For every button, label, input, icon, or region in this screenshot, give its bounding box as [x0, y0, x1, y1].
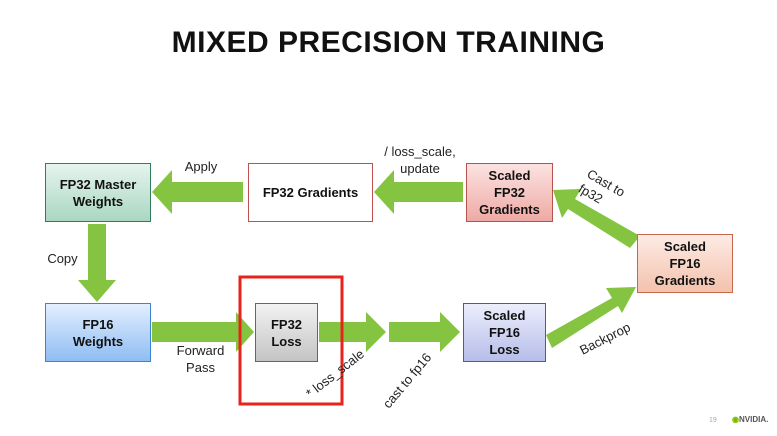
nvidia-logo: ◉NVIDIA. — [732, 415, 768, 424]
slide-title: MIXED PRECISION TRAINING — [171, 26, 606, 59]
arrow-cast-fp16 — [389, 312, 460, 352]
box-fp32-master-weights: FP32 Master Weights — [45, 163, 151, 222]
box-fp32-gradients: FP32 Gradients — [248, 163, 373, 222]
label-loss-scale-update: / loss_scale, update — [384, 144, 456, 176]
arrow-forward-pass — [152, 312, 254, 352]
arrow-cast-fp32 — [553, 189, 640, 248]
arrow-copy — [78, 224, 116, 302]
page-number: 19 — [709, 417, 717, 424]
arrow-scale-loss — [319, 312, 386, 352]
box-scaled-fp32-gradients: Scaled FP32 Gradients — [466, 163, 553, 222]
box-fp16-weights: FP16 Weights — [45, 303, 151, 362]
box-fp32-loss: FP32 Loss — [255, 303, 318, 362]
box-scaled-fp16-gradients: Scaled FP16 Gradients — [637, 234, 733, 293]
label-copy: Copy — [47, 251, 78, 266]
logo-text: NVIDIA. — [738, 415, 769, 424]
arrow-backprop — [546, 287, 636, 348]
highlight-frame — [238, 275, 344, 406]
arrow-unscale — [374, 170, 463, 214]
nvidia-eye-icon: ◉ — [732, 415, 739, 424]
label-forward-pass: Forward Pass — [176, 343, 225, 375]
arrow-apply — [152, 170, 243, 214]
label-apply: Apply — [184, 159, 218, 174]
box-scaled-fp16-loss: Scaled FP16 Loss — [463, 303, 546, 362]
